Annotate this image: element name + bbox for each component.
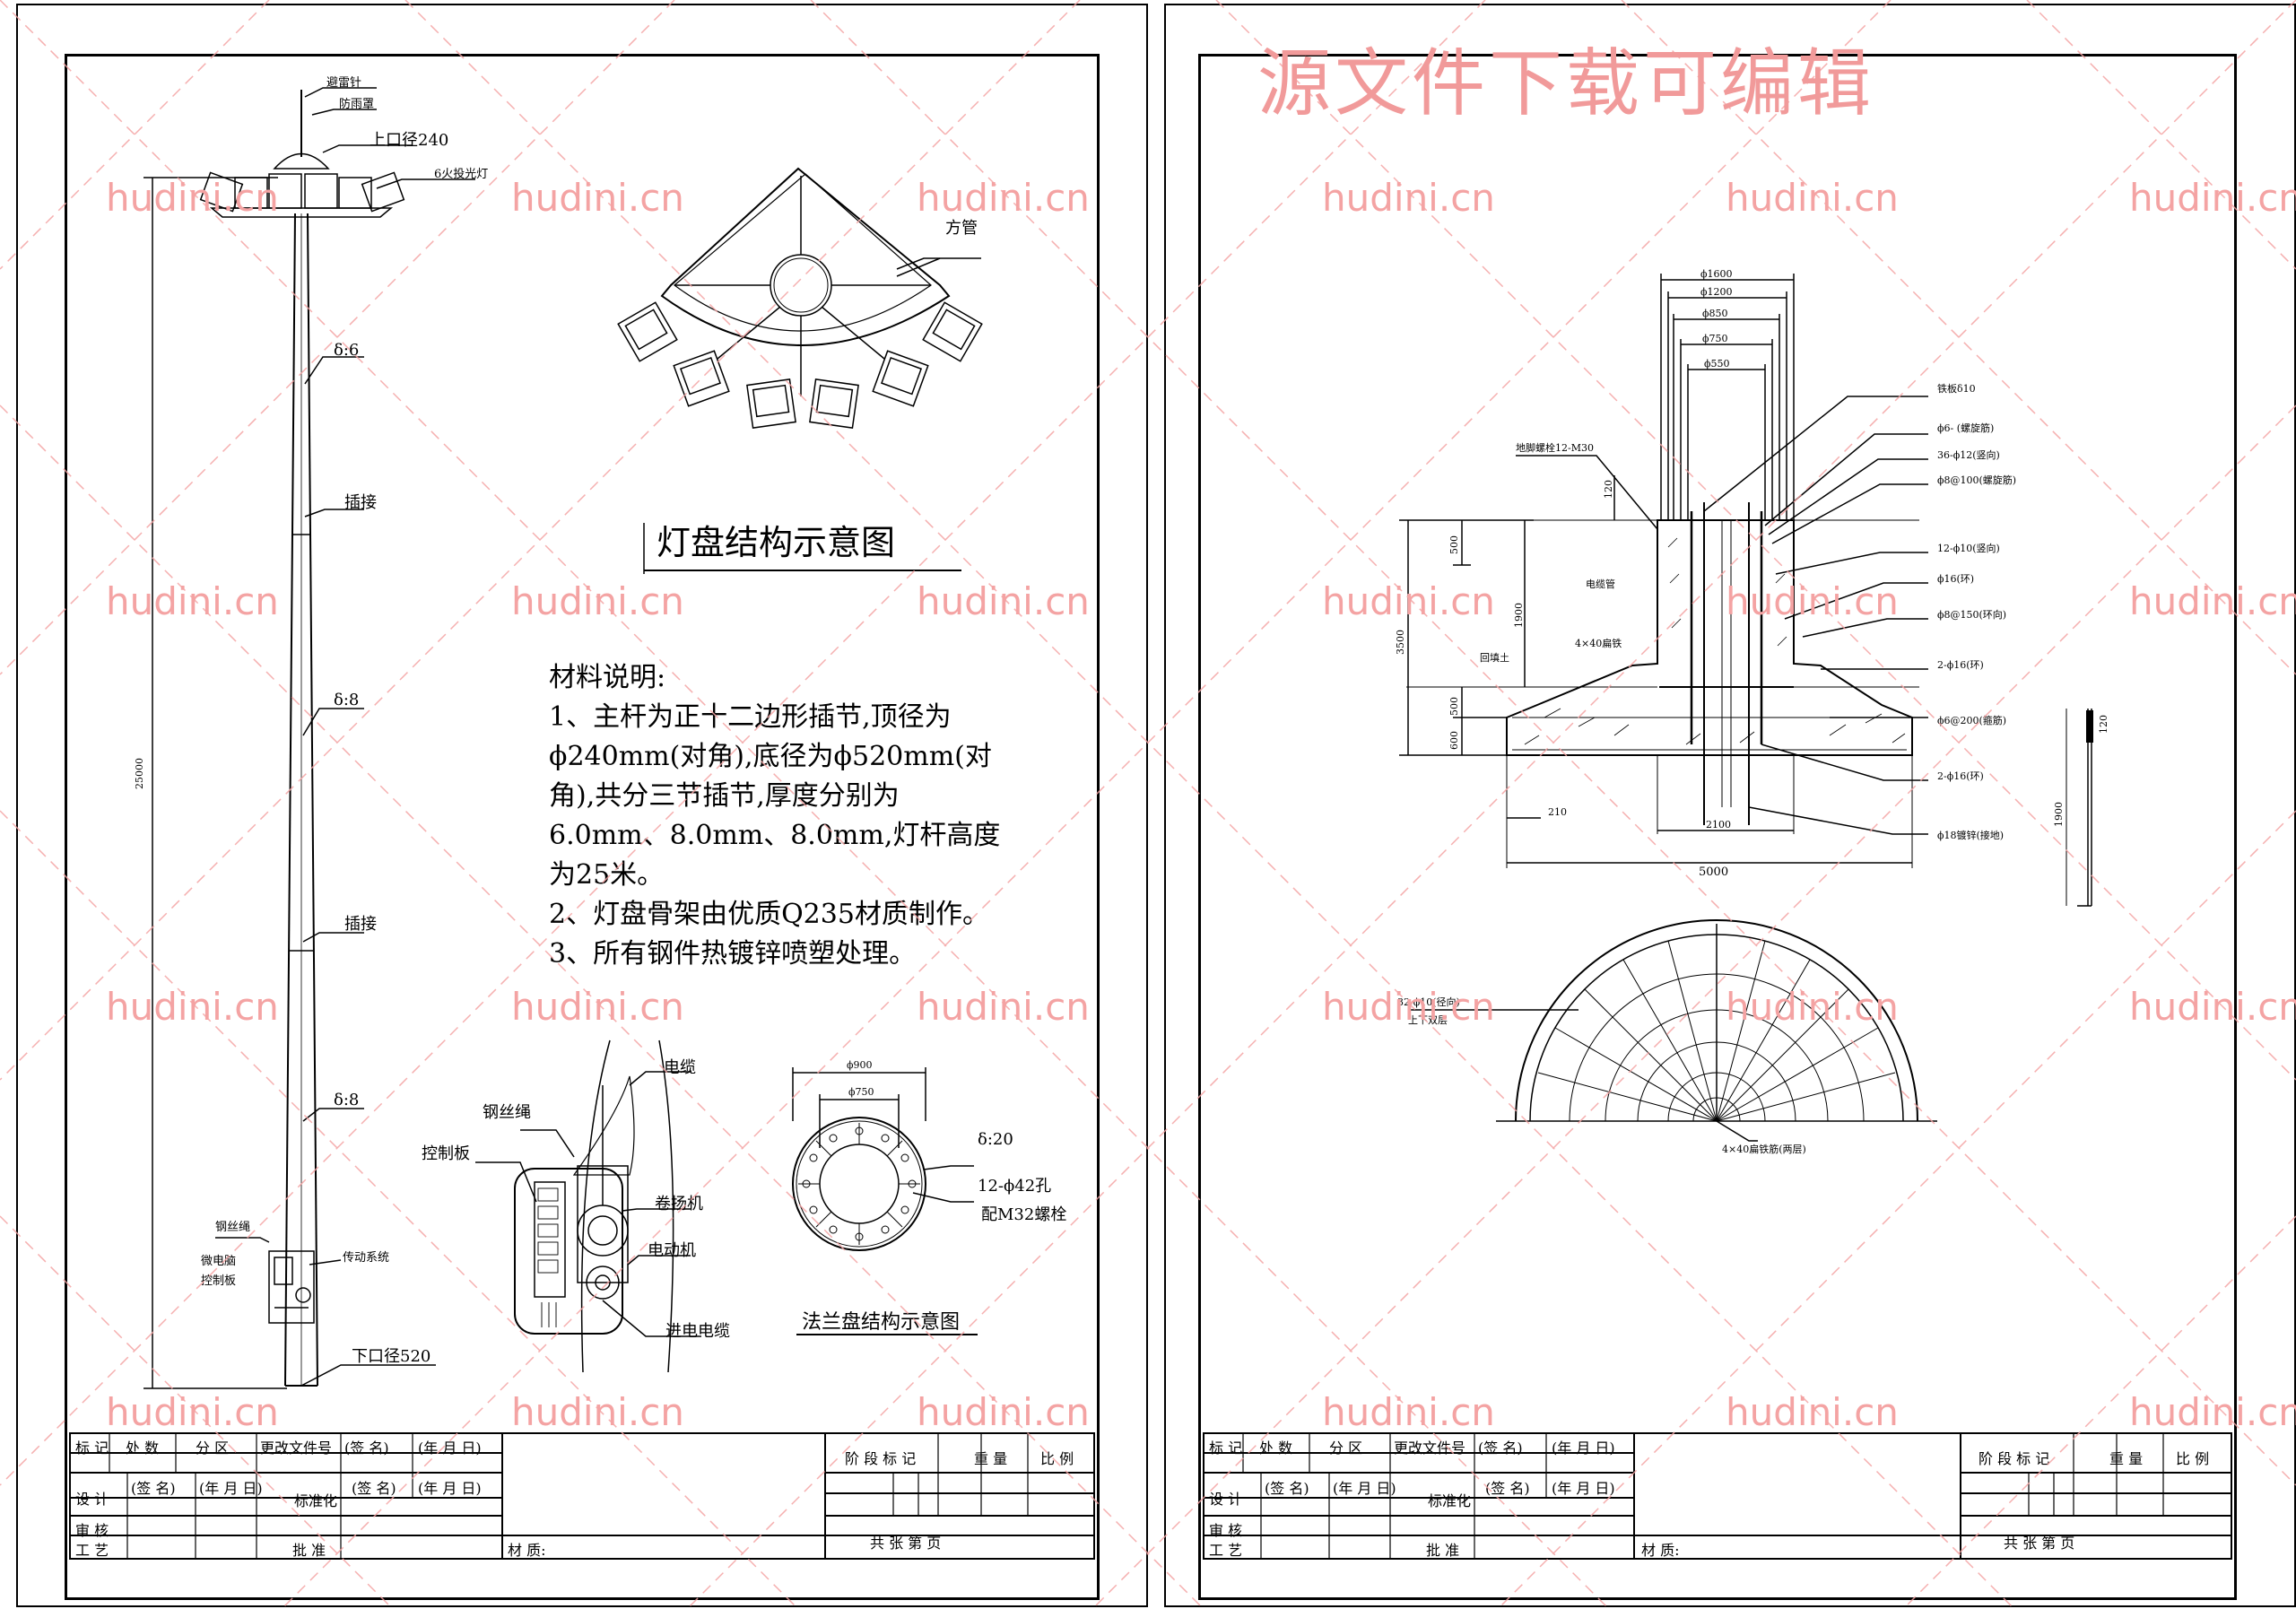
tb-right-total: 共 张 第 页 xyxy=(2004,1535,2075,1552)
dim-2100: 2100 xyxy=(1706,819,1731,831)
tb-right-scale: 比 例 xyxy=(2176,1450,2210,1467)
tb-right-date: (年 月 日) xyxy=(1552,1439,1615,1457)
rebar-2-label: 36-ϕ12(竖向) xyxy=(1937,449,2000,461)
dim-d750: ϕ750 xyxy=(1702,333,1728,344)
tb-right-zone: 分 区 xyxy=(1329,1439,1363,1457)
tb-right-sign: (签 名) xyxy=(1478,1439,1523,1457)
backfill-label: 回填土 xyxy=(1480,652,1509,664)
tb-right-mark: 标 记 xyxy=(1209,1439,1243,1457)
tb-right-doc: 更改文件号 xyxy=(1394,1439,1466,1457)
side-dim-1900: 1900 xyxy=(2053,802,2065,827)
tb-right-date-3: (年 月 日) xyxy=(1552,1480,1615,1497)
rebar-10-label: ϕ18镀锌(接地) xyxy=(1937,830,2005,841)
rebar-3-label: ϕ8@100(螺旋筋) xyxy=(1937,474,2017,486)
conduit-label: 电缆管 xyxy=(1586,578,1615,590)
rebar-7-label: 2-ϕ16(环) xyxy=(1937,659,1984,671)
dim-d1200: ϕ1200 xyxy=(1700,286,1733,298)
tb-right-date-2: (年 月 日) xyxy=(1333,1480,1396,1497)
tb-right-count: 处 数 xyxy=(1259,1439,1293,1457)
dim-1900: 1900 xyxy=(1513,603,1525,628)
dim-d850: ϕ850 xyxy=(1702,308,1728,319)
steel-plate-label: 铁板δ10 xyxy=(1937,383,1976,395)
dim-600: 600 xyxy=(1448,731,1460,750)
dim-5000: 5000 xyxy=(1699,865,1729,879)
rebar-9-label: 2-ϕ16(环) xyxy=(1937,770,1984,782)
dim-500-top: 500 xyxy=(1448,535,1460,554)
tb-right-material: 材 质: xyxy=(1641,1542,1680,1559)
tb-right-stage: 阶 段 标 记 xyxy=(1979,1450,2050,1467)
anchor-bolt-label: 地脚螺栓12-M30 xyxy=(1516,442,1594,454)
tb-right-process: 工 艺 xyxy=(1209,1542,1243,1559)
rebar-4-label: 12-ϕ10(竖向) xyxy=(1937,543,2000,554)
tb-right-weight: 重 量 xyxy=(2109,1450,2144,1467)
tb-right-approve: 批 准 xyxy=(1426,1542,1460,1559)
plan-radial-sub-label: 上下双层 xyxy=(1408,1014,1448,1026)
tb-right-sign-2: (签 名) xyxy=(1265,1480,1309,1497)
rebar-5-label: ϕ16(环) xyxy=(1937,573,1975,585)
rebar-1-label: ϕ6- (螺旋筋) xyxy=(1937,422,1995,434)
watermark-banner: 源文件下载可编辑 xyxy=(1257,41,1875,126)
dim-d1600: ϕ1600 xyxy=(1700,268,1733,280)
dim-3500: 3500 xyxy=(1395,630,1406,655)
dim-d550: ϕ550 xyxy=(1704,358,1730,370)
dim-120: 120 xyxy=(1603,480,1614,499)
side-dim-120: 120 xyxy=(2098,715,2109,734)
plan-radial-label: 32-ϕ10(径向) xyxy=(1397,996,1460,1008)
tb-right-sign-3: (签 名) xyxy=(1485,1480,1530,1497)
rebar-8-label: ϕ6@200(箍筋) xyxy=(1937,715,2007,726)
plan-flat-steel-label: 4×40扁铁筋(两层) xyxy=(1722,1144,1806,1155)
flat-steel-label: 4×40扁铁 xyxy=(1575,638,1622,649)
tb-right-design: 设 计 xyxy=(1209,1491,1243,1508)
tb-right-review: 审 核 xyxy=(1209,1522,1243,1539)
dim-210: 210 xyxy=(1548,806,1567,818)
dim-500-mid: 500 xyxy=(1448,697,1460,716)
tb-right-standard: 标准化 xyxy=(1428,1492,1472,1509)
rebar-6-label: ϕ8@150(环向) xyxy=(1937,609,2007,621)
